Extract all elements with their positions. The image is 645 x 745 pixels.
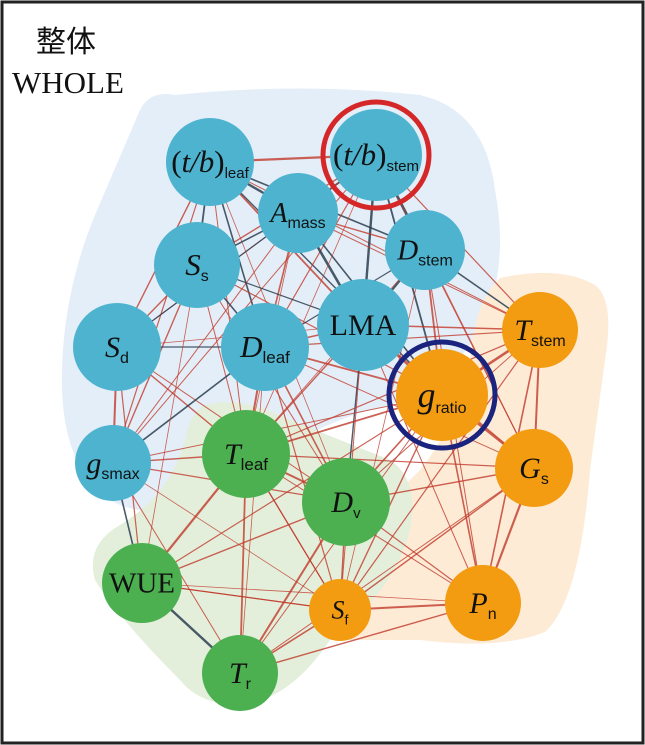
node-circle-D_stem: [385, 210, 465, 290]
title-english: WHOLE: [12, 65, 124, 100]
node-S_s: Ss: [154, 222, 240, 308]
node-circle-tb_stem: [330, 109, 422, 201]
node-circle-S_d: [73, 303, 161, 391]
node-circle-D_leaf: [221, 303, 309, 391]
highlight-ring-tb_stem: [320, 99, 432, 211]
node-LMA: LMA: [317, 279, 409, 371]
highlight-ring-g_ratio: [386, 339, 498, 451]
node-T_r: Tr: [202, 635, 278, 711]
edge-T_stem-S_f: [339, 329, 541, 611]
edge-g_ratio-WUE: [141, 394, 443, 584]
edge-G_s-S_f: [339, 467, 535, 611]
edge-D_stem-S_f: [339, 249, 426, 611]
node-label-A_mass: Amass: [268, 198, 325, 232]
title-chinese: 整体: [36, 25, 96, 60]
node-label-G_s: Gs: [519, 452, 549, 488]
node-circle-g_ratio: [396, 349, 488, 441]
node-label-LMA: LMA: [330, 309, 397, 342]
node-T_stem: Tstem: [502, 292, 578, 368]
node-label-WUE: WUE: [109, 568, 175, 600]
edge-g_smax-S_f: [112, 462, 341, 611]
node-label-tb_leaf: (t/b)leaf: [171, 144, 249, 182]
edge-tb_leaf-T_stem: [209, 161, 541, 331]
node-circle-LMA: [317, 279, 409, 371]
edge-A_mass-g_smax: [112, 212, 299, 464]
node-g_ratio: gratio: [396, 349, 488, 441]
node-circle-tb_leaf: [166, 118, 254, 206]
node-circle-T_r: [202, 635, 278, 711]
node-label-S_s: Ss: [185, 247, 209, 285]
node-D_v: Dv: [302, 458, 390, 546]
node-circle-g_smax: [75, 425, 151, 501]
node-S_d: Sd: [73, 303, 161, 391]
node-label-g_smax: gsmax: [86, 447, 139, 483]
node-label-P_n: Pn: [468, 587, 496, 623]
node-label-S_f: Sf: [332, 596, 349, 628]
node-circle-S_f: [309, 579, 371, 641]
edge-D_leaf-S_f: [264, 346, 341, 611]
node-g_smax: gsmax: [75, 425, 151, 501]
edge-P_n-T_r: [239, 602, 484, 674]
node-circle-T_leaf: [202, 410, 290, 498]
edge-G_s-T_leaf: [245, 453, 535, 469]
node-tb_stem: (t/b)stem: [330, 109, 422, 201]
edge-T_stem-T_leaf: [245, 329, 541, 455]
node-D_stem: Dstem: [385, 210, 465, 290]
node-circle-D_v: [302, 458, 390, 546]
node-D_leaf: Dleaf: [221, 303, 309, 391]
edge-D_leaf-T_r: [239, 346, 266, 674]
edge-tb_leaf-g_smax: [112, 161, 211, 464]
node-circle-G_s: [495, 429, 573, 507]
node-circle-P_n: [445, 565, 521, 641]
node-A_mass: Amass: [258, 173, 338, 253]
node-WUE: WUE: [102, 543, 182, 623]
node-label-g_ratio: gratio: [417, 375, 466, 417]
node-label-T_stem: Tstem: [514, 314, 565, 350]
node-circle-A_mass: [258, 173, 338, 253]
node-P_n: Pn: [445, 565, 521, 641]
edge-LMA-P_n: [362, 324, 484, 604]
node-circle-WUE: [102, 543, 182, 623]
node-label-T_r: Tr: [229, 657, 252, 693]
node-label-S_d: Sd: [105, 331, 129, 367]
edge-G_s-T_r: [239, 467, 535, 674]
node-circle-S_s: [154, 222, 240, 308]
node-label-T_leaf: Tleaf: [224, 438, 268, 474]
edge-S_s-WUE: [141, 264, 198, 584]
highlight-rings: [320, 99, 498, 451]
node-S_f: Sf: [309, 579, 371, 641]
node-label-D_leaf: Dleaf: [239, 329, 290, 367]
node-label-D_stem: Dstem: [396, 235, 453, 270]
node-label-D_v: Dv: [330, 486, 361, 522]
node-G_s: Gs: [495, 429, 573, 507]
node-circle-T_stem: [502, 292, 578, 368]
edge-P_n-WUE: [141, 582, 484, 604]
node-label-tb_stem: (t/b)stem: [333, 137, 419, 175]
node-T_leaf: Tleaf: [202, 410, 290, 498]
node-tb_leaf: (t/b)leaf: [166, 118, 254, 206]
